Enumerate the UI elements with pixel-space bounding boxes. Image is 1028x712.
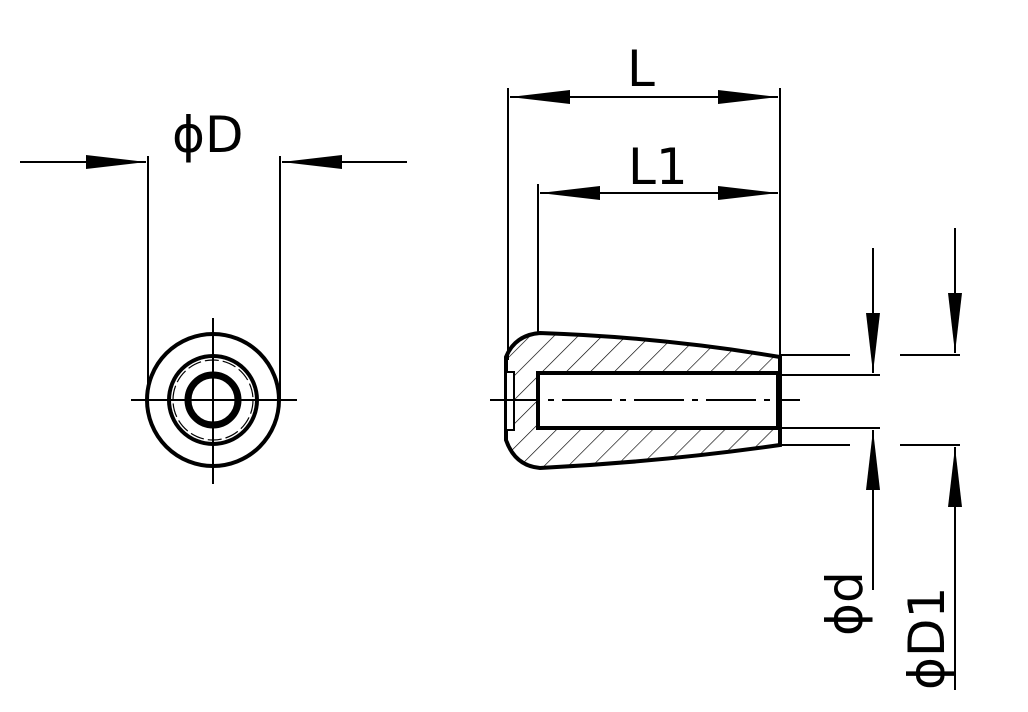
label-D1: ϕD1 <box>898 587 956 690</box>
label-D: ϕD <box>172 106 243 164</box>
label-L1: L1 <box>628 138 688 196</box>
label-d: ϕd <box>816 571 874 636</box>
end-view <box>20 155 407 484</box>
label-L: L <box>627 40 655 98</box>
section-view <box>490 88 962 690</box>
